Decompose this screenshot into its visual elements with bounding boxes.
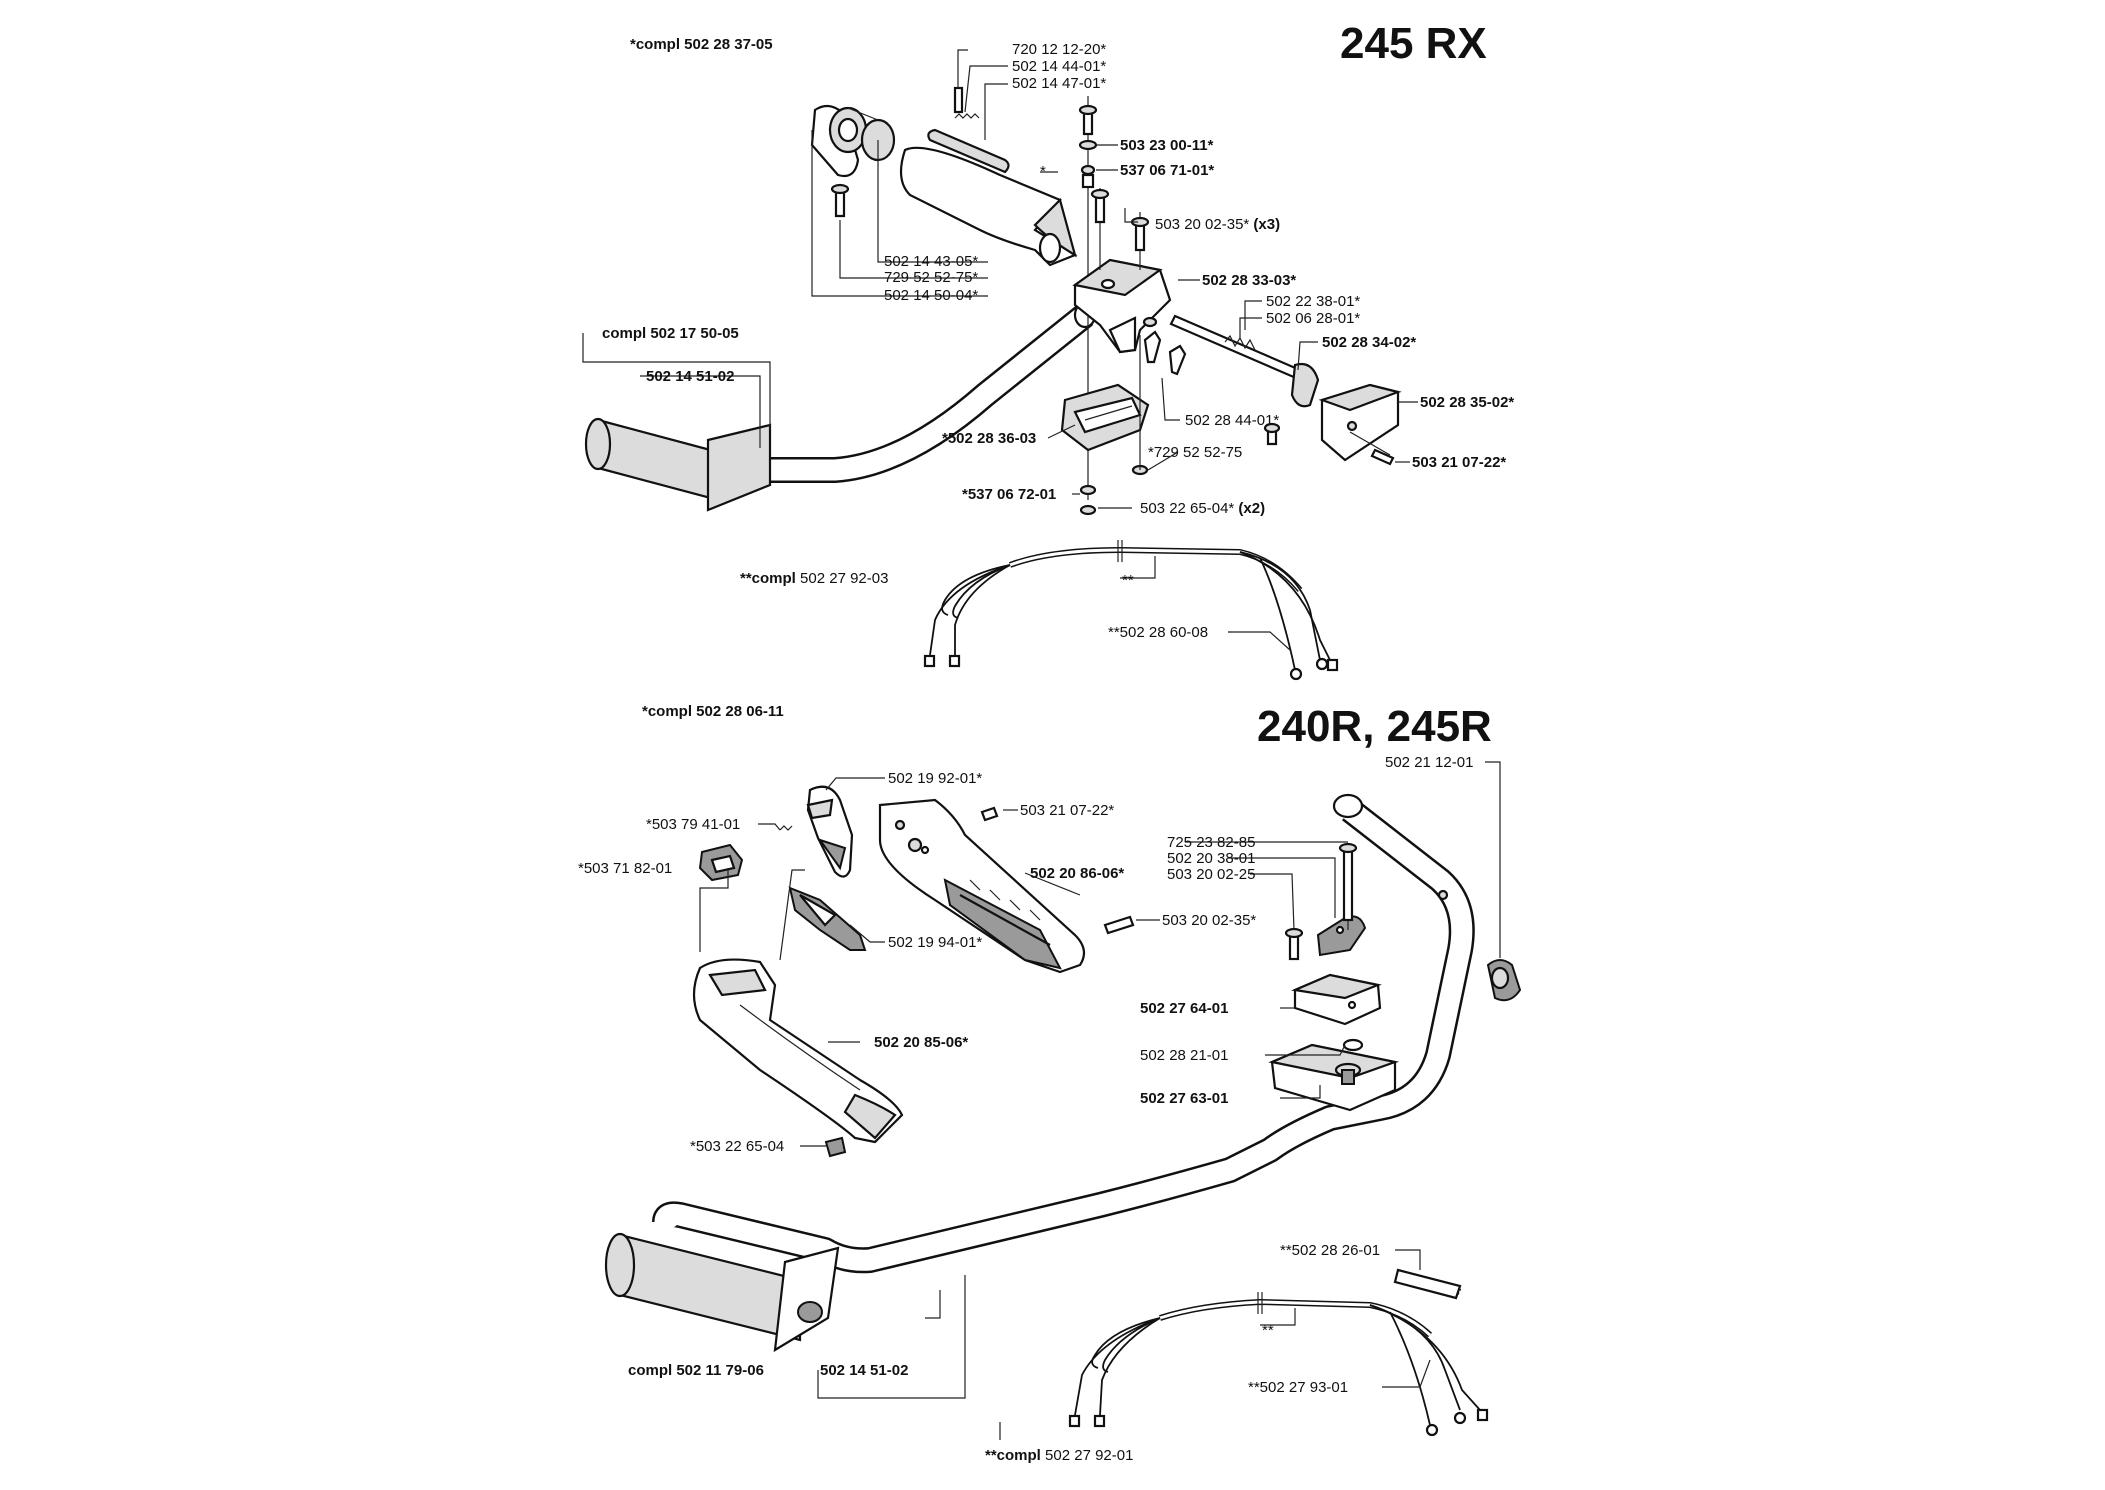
label-lock-lever: 502 19 94-01*: [888, 934, 982, 951]
label-screws-x2: 503 22 65-04* (x2): [1140, 500, 1265, 517]
clip-parts-top: [1131, 316, 1281, 476]
handlebar-tube-bottom: [604, 793, 1475, 1353]
label-grip-ring: 502 14 43-05*: [884, 253, 978, 270]
label-stop-screw: 503 21 07-22*: [1020, 802, 1114, 819]
label-cable-spring: 502 06 28-01*: [1266, 310, 1360, 327]
label-clip-screw: *729 52 52-75: [1148, 444, 1242, 461]
throttle-housing-top: [810, 104, 896, 218]
grip-flange-bottom: [773, 1246, 840, 1353]
label-handle-body: 502 20 85-06*: [874, 1034, 968, 1051]
label-screw-c: 503 20 02-35*: [1162, 912, 1256, 929]
hose-bottom: [1393, 1268, 1462, 1300]
wire-harness-bottom: [1068, 1292, 1489, 1437]
label-handle-grip: 502 14 51-02: [646, 368, 734, 385]
label-pin: 720 12 12-20*: [1012, 41, 1106, 58]
label-spring-small: *503 79 41-01: [646, 816, 740, 833]
leader-lines-top: [582, 49, 1418, 651]
label-grip-star: *: [1040, 163, 1046, 180]
wire-harness-top: [923, 540, 1339, 681]
handle-half-bottom: [878, 798, 1135, 974]
label-hose: **502 28 26-01: [1280, 1242, 1380, 1259]
label-throttle-rod: 502 28 34-02*: [1322, 334, 1416, 351]
label-wire-part: **502 28 60-08: [1108, 624, 1208, 641]
handle-screw-bottom: [824, 1136, 847, 1158]
grip-body-top: [899, 86, 1078, 267]
label-washer-a: 503 23 00-11*: [1120, 137, 1214, 154]
label-washer-b: 502 20 38-01: [1167, 850, 1255, 867]
grip-flange-top: [706, 423, 772, 512]
label-spacer-b: *537 06 72-01: [962, 486, 1056, 503]
label-screws-x3: 503 20 02-35* (x3): [1155, 216, 1280, 233]
label-clip-part: 502 28 44-01*: [1185, 412, 1279, 429]
label-grip-screw: 729 52 52-75*: [884, 269, 978, 286]
grip-top: [596, 418, 720, 502]
label-spacer-a: 537 06 71-01*: [1120, 162, 1214, 179]
label-cover: 502 28 35-02*: [1420, 394, 1514, 411]
label-clamp-nut: 502 28 21-01: [1140, 1047, 1228, 1064]
label-handle-screw: *503 22 65-04: [690, 1138, 784, 1155]
qty-x2: (x2): [1238, 500, 1265, 517]
bracket-top: [1072, 188, 1172, 354]
label-handle-compl: compl 502 17 50-05: [602, 325, 739, 342]
lock-lever-bottom: [788, 886, 867, 951]
assembly-240r-245r: 240R, 245R *compl 502 28 06-11: [578, 702, 1522, 1464]
labels-top: 720 12 12-20* 502 14 44-01* 502 14 47-01…: [602, 41, 1514, 641]
label-wire-part-bottom: **502 27 93-01: [1248, 1379, 1348, 1396]
label-cable-sleeve: 502 22 38-01*: [1266, 293, 1360, 310]
label-handle-compl-bottom: compl 502 11 79-06: [628, 1362, 764, 1379]
label-switch: *503 71 82-01: [578, 860, 672, 877]
clamp-assembly-bottom: [1268, 842, 1400, 1112]
label-wire-mid-bottom: **: [1262, 1322, 1274, 1339]
grommet-bottom: [1486, 959, 1522, 1002]
assembly-245rx: 245 RX *compl 502 28 37-05: [582, 19, 1514, 681]
label-wire-compl: **compl 502 27 92-03: [740, 570, 888, 587]
label-wire-mid: **: [1122, 572, 1134, 589]
handle-body-bottom: [692, 825, 904, 1144]
label-bolt-long: 725 23 82-85: [1167, 834, 1255, 851]
label-cover-screw: 503 21 07-22*: [1412, 454, 1506, 471]
labels-bottom: 502 21 12-01 502 19 92-01* 503 21 07-22*…: [578, 754, 1473, 1464]
label-clamp-top: 502 27 64-01: [1140, 1000, 1228, 1017]
label-handle-half: 502 20 86-06*: [1030, 865, 1124, 882]
throttle-trigger-bottom: [806, 785, 854, 878]
title-240r-245r: 240R, 245R: [1257, 702, 1492, 751]
label-clamp-bottom: 502 27 63-01: [1140, 1090, 1228, 1107]
title-245rx: 245 RX: [1340, 19, 1487, 68]
label-bar-tube: 502 21 12-01: [1385, 754, 1473, 771]
label-grip-clip: 502 14 50-04*: [884, 287, 978, 304]
lower-clamp-top: [1060, 383, 1150, 452]
set-label-bottom: *compl 502 28 06-11: [642, 703, 784, 720]
label-lever: 502 14 47-01*: [1012, 75, 1106, 92]
set-label-top: *compl 502 28 37-05: [630, 36, 773, 53]
throttle-rod-top: [1169, 314, 1320, 408]
label-wire-compl-bottom: **compl 502 27 92-01: [985, 1447, 1133, 1464]
label-throttle: 502 19 92-01*: [888, 770, 982, 787]
leader-lines-bottom: [699, 761, 1501, 1440]
label-bracket: 502 28 33-03*: [1202, 272, 1296, 289]
handlebar-tube-top: [584, 301, 1097, 512]
label-handle-grip-bottom: 502 14 51-02: [820, 1362, 908, 1379]
label-clamp-lower: *502 28 36-03: [942, 430, 1036, 447]
qty-x3: (x3): [1253, 216, 1280, 233]
label-screw-b: 503 20 02-25: [1167, 866, 1255, 883]
cover-top: [1318, 383, 1402, 466]
label-spring: 502 14 44-01*: [1012, 58, 1106, 75]
